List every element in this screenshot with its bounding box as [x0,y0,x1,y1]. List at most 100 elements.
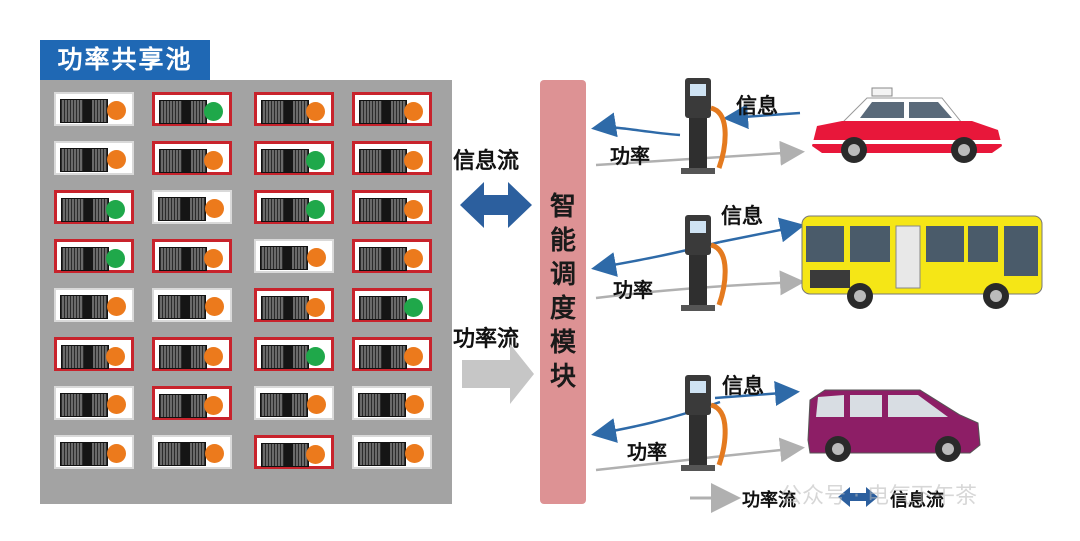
module-cells [159,394,207,418]
status-led-icon [404,298,423,317]
power-module [152,386,232,420]
info-arrow-1b [723,104,801,130]
status-led-icon [106,200,125,219]
module-cells [359,198,407,222]
status-led-icon [205,199,224,218]
module-cells [260,393,308,417]
bus-icon [801,215,1043,309]
module-cells [261,296,309,320]
power-module [152,141,232,175]
module-cells [261,443,309,467]
scheduler-label: 智能调度模块 [549,192,576,392]
power-module [352,435,432,469]
watermark: 公众号 · 电气下午茶 [780,484,977,509]
charger-2-power-label: 功率 [613,278,653,302]
power-module [54,386,134,420]
module-cells [260,246,308,270]
power-module [352,288,432,322]
legend-info-arrow [838,487,878,507]
status-led-icon [106,347,125,366]
power-module [254,190,334,224]
power-flow-label: 功率流 [453,327,520,352]
module-cells [61,198,109,222]
power-module [54,239,134,273]
status-led-icon [106,249,125,268]
status-led-icon [204,249,223,268]
module-cells [159,247,207,271]
charger-icon [681,375,728,471]
power-module [54,435,134,469]
power-module [254,92,334,126]
status-led-icon [107,395,126,414]
status-led-icon [204,102,223,121]
status-led-icon [404,200,423,219]
status-led-icon [204,151,223,170]
power-module [54,288,134,322]
power-module [54,92,134,126]
status-led-icon [204,396,223,415]
power-module [254,288,334,322]
status-led-icon [306,200,325,219]
module-cells [60,442,108,466]
module-cells [158,442,206,466]
module-cells [359,100,407,124]
power-module [54,141,134,175]
charger-3-info-label: 信息 [722,374,764,398]
module-cells [159,100,207,124]
status-led-icon [107,297,126,316]
power-module [352,190,432,224]
module-cells [359,149,407,173]
status-led-icon [307,395,326,414]
module-cells [61,247,109,271]
module-cells [358,442,406,466]
power-module [352,386,432,420]
power-module [254,386,334,420]
module-cells [61,345,109,369]
status-led-icon [205,444,224,463]
status-led-icon [404,102,423,121]
status-led-icon [306,347,325,366]
status-led-icon [107,101,126,120]
power-module [254,141,334,175]
module-cells [60,148,108,172]
status-led-icon [404,249,423,268]
power-module [54,337,134,371]
module-cells [158,197,206,221]
power-module [352,337,432,371]
module-cells [359,247,407,271]
info-arrow-3b [714,381,800,406]
info-arrow-2b [719,217,805,244]
module-cells [261,100,309,124]
status-led-icon [107,150,126,169]
module-cells [359,296,407,320]
power-module [352,92,432,126]
status-led-icon [204,347,223,366]
status-led-icon [404,347,423,366]
status-led-icon [405,395,424,414]
legend-power-label: 功率流 [742,490,796,511]
charger-icon [681,78,728,174]
power-sharing-pool [40,80,452,504]
charger-1-power-label: 功率 [610,144,650,168]
power-module [152,337,232,371]
charger-icon [681,215,728,311]
power-module [152,239,232,273]
status-led-icon [307,248,326,267]
status-led-icon [107,444,126,463]
smart-scheduler-module: 智能调度模块 [540,80,586,504]
taxi-icon [812,87,1002,163]
power-module [152,435,232,469]
module-cells [261,149,309,173]
power-pool-title: 功率共享池 [40,40,210,80]
power-module [152,288,232,322]
module-cells [158,295,206,319]
charger-2-info-label: 信息 [721,204,763,228]
module-cells [359,345,407,369]
module-cells [261,345,309,369]
power-module [254,435,334,469]
info-flow-label: 信息流 [453,149,520,174]
power-module [352,239,432,273]
info-arrow-1 [591,112,681,138]
status-led-icon [306,298,325,317]
